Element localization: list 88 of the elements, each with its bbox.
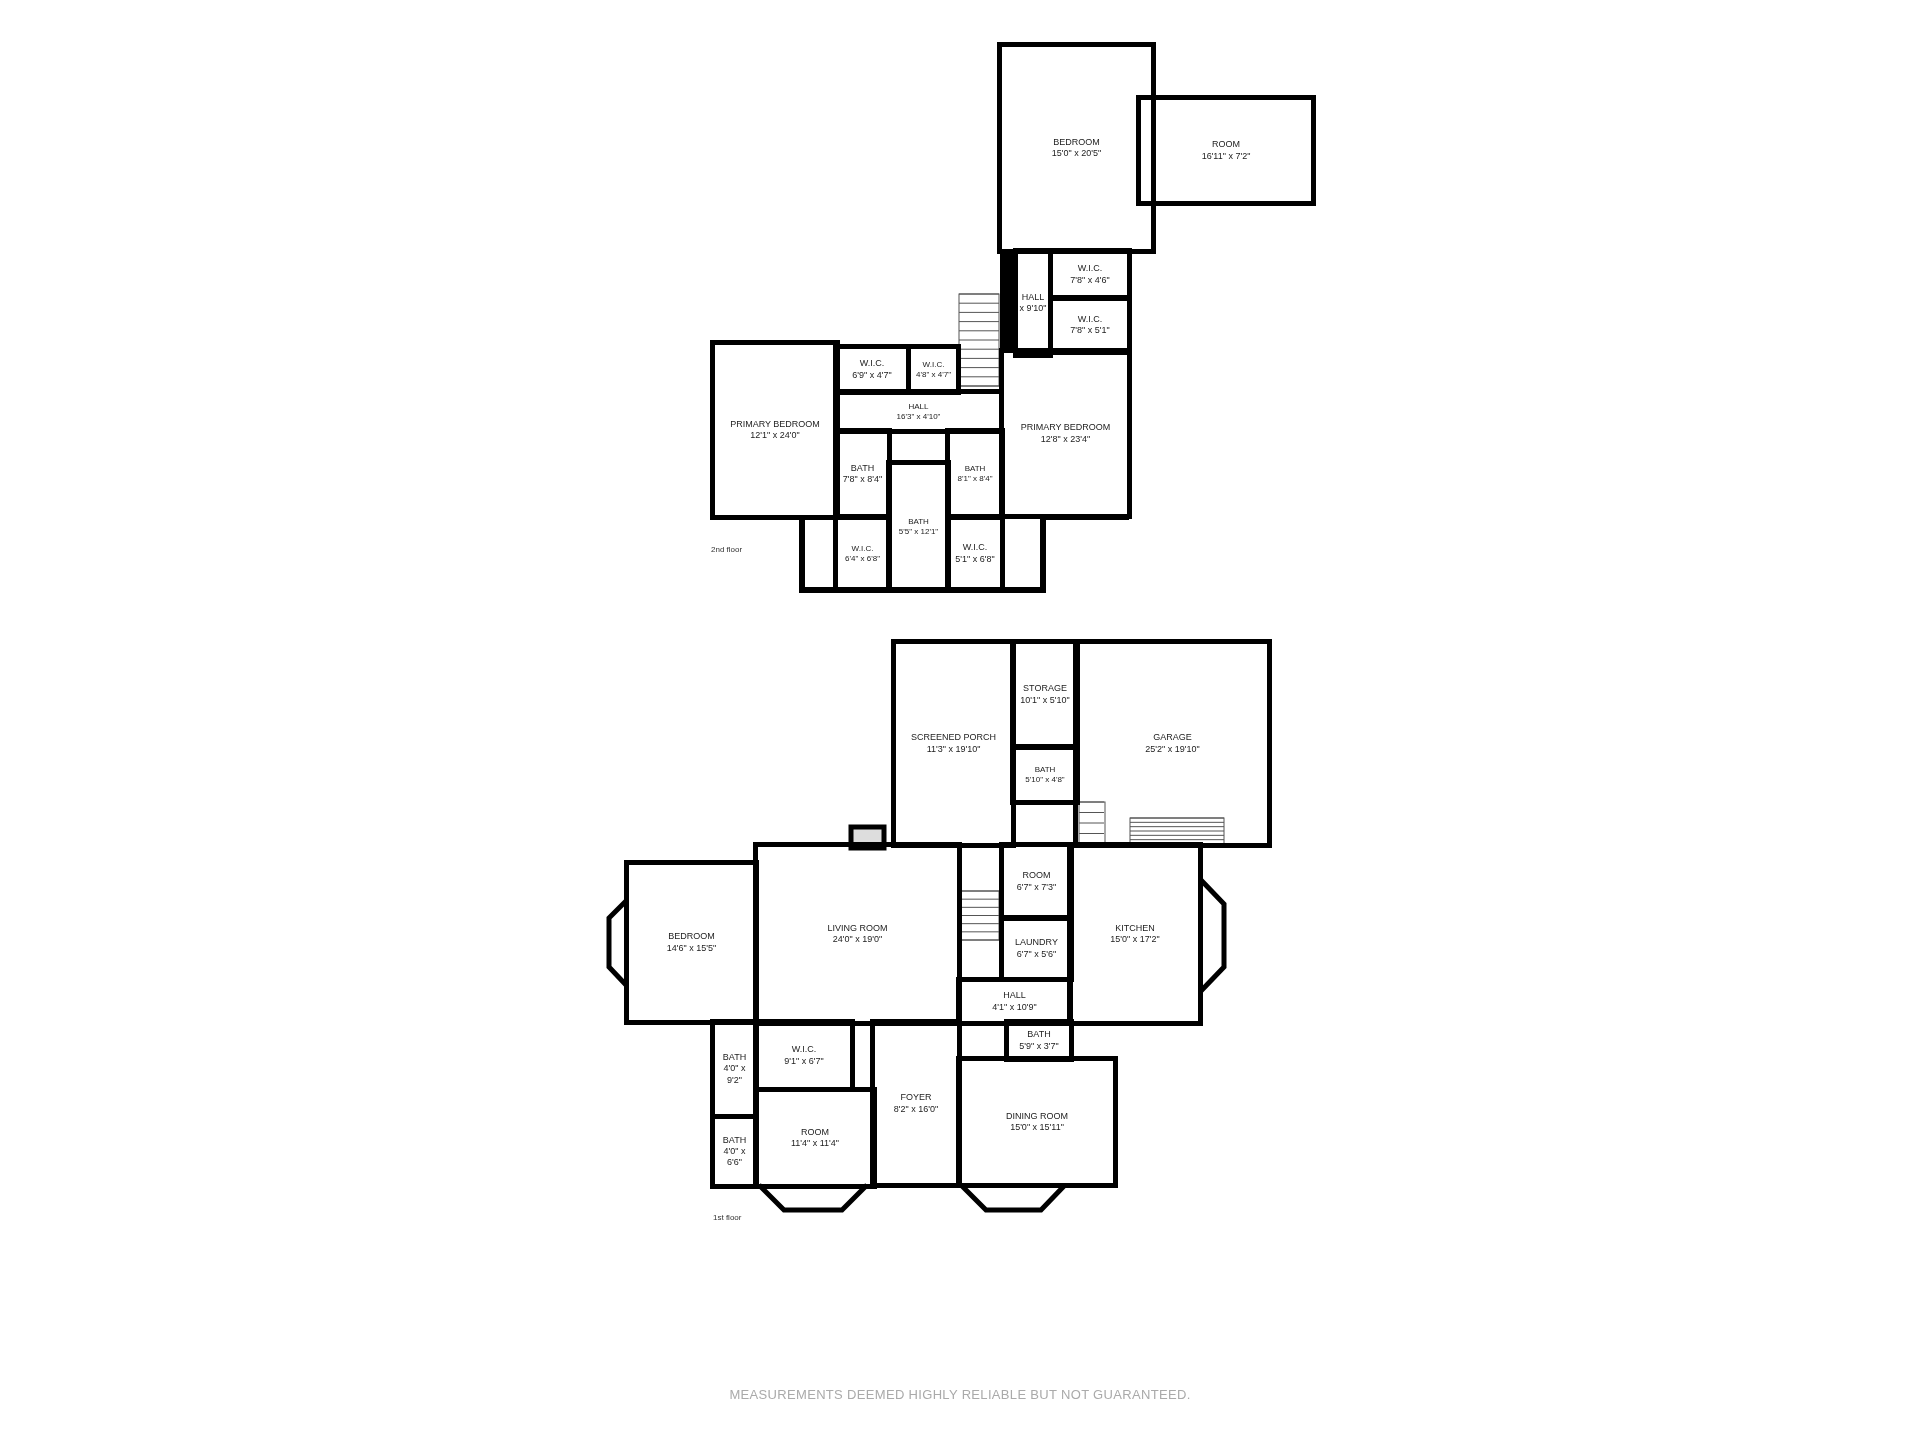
room-name: ROOM	[1212, 139, 1240, 151]
room-name: BATH	[1027, 1029, 1051, 1041]
room-dimensions: 8'1" x 8'4"	[956, 474, 994, 484]
room-name: BATH	[1033, 764, 1057, 775]
room-dimensions: 7'8" x 4'6"	[1070, 274, 1110, 286]
room-name: ROOM	[801, 1126, 829, 1138]
room-outline	[624, 860, 759, 1025]
room-dimensions: 15'0" x 15'11"	[1010, 1122, 1064, 1134]
room-outline	[1067, 842, 1203, 1026]
room-outline	[870, 1019, 962, 1188]
room-dimensions: 4'1" x 10'9"	[992, 1001, 1037, 1013]
room-outline	[997, 42, 1156, 254]
room-name: BATH	[722, 1134, 747, 1146]
room-dimensions: 10'1" x 5'10"	[1020, 694, 1070, 706]
room-name: HALL	[1003, 990, 1026, 1002]
room-name: HALL	[1021, 291, 1045, 303]
room-name: W.I.C.	[1077, 313, 1103, 325]
room-name: W.I.C.	[921, 359, 946, 370]
room-name: LAUNDRY	[1015, 937, 1058, 949]
room-dimensions: 4'0" x 6'6"	[722, 1145, 747, 1169]
room-outline	[1013, 248, 1053, 358]
room-dimensions: 4'0" x 9'2"	[722, 1063, 747, 1086]
room-dimensions: 15'0" x 17'2"	[1110, 934, 1160, 946]
room-outline	[1073, 639, 1272, 848]
room-dimensions: 11'3" x 19'10"	[926, 743, 981, 755]
room-outline	[1004, 1019, 1074, 1062]
room-name: SCREENED PORCH	[911, 732, 996, 744]
room-outline	[753, 842, 962, 1026]
room-dimensions: 24'0" x 19'0"	[832, 934, 883, 946]
room-name: W.I.C.	[1077, 263, 1103, 275]
room-outline	[1136, 95, 1316, 206]
room-outline	[956, 977, 1073, 1026]
room-name: W.I.C.	[962, 542, 988, 554]
room-dimensions: 4'8" x 4'7"	[915, 369, 952, 380]
room-dimensions: 15'0" x 20'5"	[1051, 148, 1102, 160]
room-name: HALL	[907, 401, 930, 412]
room-name: W.I.C.	[791, 1044, 817, 1056]
room-name: W.I.C.	[859, 358, 885, 370]
room-dimensions: 7'8" x 5'1"	[1070, 325, 1110, 337]
room-dimensions: 12'8" x 23'4"	[1040, 433, 1091, 445]
room-name: BEDROOM	[668, 931, 715, 943]
room-name: ROOM	[1022, 870, 1051, 882]
room-name: LIVING ROOM	[827, 922, 888, 934]
room-dimensions: 5'10" x 4'8"	[1024, 774, 1066, 785]
disclaimer-note: MEASUREMENTS DEEMED HIGHLY RELIABLE BUT NOT GUARANTEED.	[729, 1386, 1191, 1404]
room-outline	[999, 842, 1074, 921]
room-dimensions: 6'4" x 6'8"	[844, 553, 881, 564]
room-outline	[945, 428, 1005, 520]
room-name: DINING ROOM	[1006, 1110, 1068, 1122]
room-dimensions: 11'4" x 11'4"	[791, 1138, 839, 1150]
room-dimensions: 7'8" x 8'4"	[842, 474, 883, 486]
room-dimensions: 6'9" x 4'7"	[852, 369, 892, 381]
room-dimensions: x 9'10"	[1019, 303, 1047, 315]
floor-label: 2nd floor	[711, 544, 743, 556]
room-name: BATH	[907, 516, 930, 527]
room-outline	[1010, 639, 1080, 750]
room-name: BATH	[722, 1052, 747, 1064]
room-dimensions: 9'1" x 6'7"	[784, 1055, 824, 1067]
room-name: KITCHEN	[1115, 922, 1155, 934]
room-name: GARAGE	[1153, 732, 1192, 744]
room-name: BATH	[850, 462, 875, 474]
room-dimensions: 25'2" x 19'10"	[1145, 743, 1200, 755]
room-name: PRIMARY BEDROOM	[1020, 422, 1111, 434]
room-dimensions: 5'9" x 3'7"	[1019, 1040, 1059, 1052]
room-outline	[999, 348, 1132, 519]
room-dimensions: 5'1" x 6'8"	[955, 553, 995, 565]
room-dimensions: 6'7" x 7'3"	[1016, 881, 1057, 893]
room-name: PRIMARY BEDROOM	[730, 418, 820, 430]
room-dimensions: 5'5" x 12'1"	[897, 526, 940, 537]
room-outline	[891, 639, 1016, 848]
room-name: STORAGE	[1023, 683, 1067, 695]
room-outline	[999, 915, 1074, 982]
room-dimensions: 14'6" x 15'5"	[666, 942, 717, 954]
room-dimensions: 8'2" x 16'0"	[893, 1103, 939, 1115]
room-name: W.I.C.	[850, 543, 875, 554]
room-outline	[956, 1056, 1118, 1188]
room-name: FOYER	[900, 1092, 932, 1104]
room-outline	[833, 428, 892, 520]
room-name: BATH	[963, 464, 987, 474]
room-dimensions: 16'11" x 7'2"	[1201, 150, 1251, 162]
room-outline	[1010, 744, 1080, 805]
floor-label: 1st floor	[713, 1212, 742, 1224]
room-dimensions: 6'7" x 5'6"	[1016, 948, 1057, 960]
room-dimensions: 16'3" x 4'10"	[895, 411, 942, 422]
room-outline	[753, 1087, 877, 1189]
room-outline	[710, 340, 840, 520]
room-dimensions: 12'1" x 24'0"	[750, 430, 800, 442]
room-name: BEDROOM	[1053, 136, 1100, 148]
